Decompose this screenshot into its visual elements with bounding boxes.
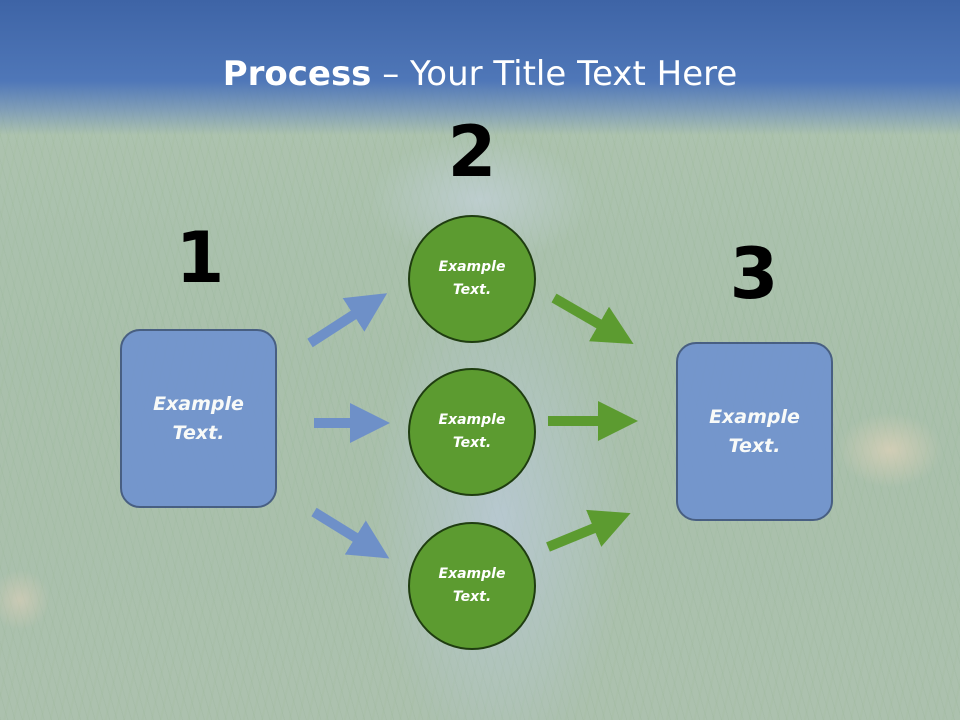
right-process-box[interactable]: Example Text. bbox=[676, 342, 833, 521]
circle-middle-line1: Example bbox=[438, 412, 506, 428]
circle-top[interactable]: Example Text. bbox=[408, 215, 536, 343]
arrow-bottom-to-right bbox=[546, 509, 631, 552]
circle-middle[interactable]: Example Text. bbox=[408, 368, 536, 496]
title-bold: Process bbox=[222, 54, 372, 94]
slide-title[interactable]: Process – Your Title Text Here bbox=[0, 52, 960, 96]
circle-bottom-line2: Text. bbox=[452, 589, 492, 605]
circle-middle-line2: Text. bbox=[452, 435, 492, 451]
step-number-2: 2 bbox=[447, 111, 497, 193]
arrow-top-to-right bbox=[551, 293, 634, 345]
circle-top-line1: Example bbox=[438, 259, 506, 275]
step-number-1: 1 bbox=[175, 217, 225, 299]
title-rest: – Your Title Text Here bbox=[371, 54, 738, 94]
right-box-line2: Text. bbox=[728, 434, 781, 457]
left-process-box[interactable]: Example Text. bbox=[120, 329, 277, 508]
arrow-left-to-bottom bbox=[311, 507, 390, 559]
left-box-line2: Text. bbox=[172, 421, 225, 444]
title-band bbox=[0, 0, 960, 135]
left-box-line1: Example bbox=[153, 392, 244, 415]
circle-bottom[interactable]: Example Text. bbox=[408, 522, 536, 650]
arrow-left-to-top bbox=[307, 293, 388, 348]
right-box-line1: Example bbox=[709, 405, 800, 428]
circle-bottom-line1: Example bbox=[438, 566, 506, 582]
step-number-3: 3 bbox=[729, 233, 779, 315]
circle-top-line2: Text. bbox=[452, 282, 492, 298]
